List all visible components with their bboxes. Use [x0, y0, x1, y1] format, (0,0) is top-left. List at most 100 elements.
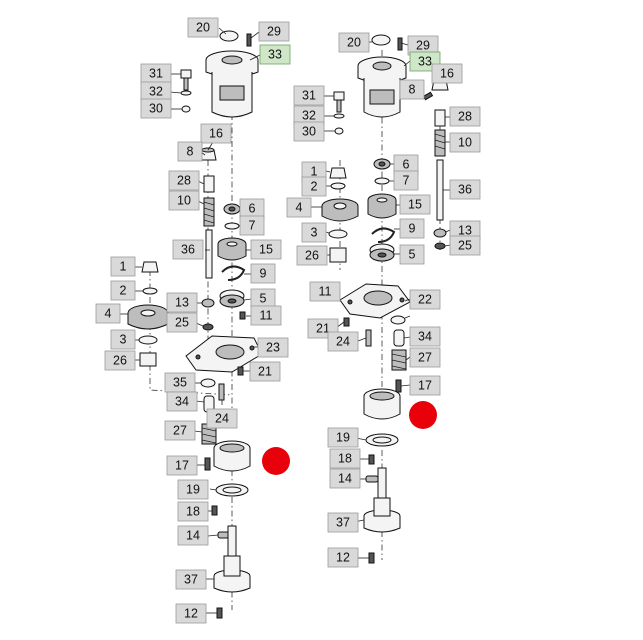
label-27-left: 27	[164, 420, 196, 441]
label-18-right: 18	[329, 448, 361, 469]
svg-text:20: 20	[196, 21, 210, 35]
svg-text:34: 34	[418, 330, 432, 344]
svg-text:20: 20	[347, 36, 361, 50]
svg-text:4: 4	[296, 201, 303, 215]
label-27-right: 27	[409, 347, 441, 368]
label-29-left: 29	[258, 21, 290, 42]
screw-21-left	[237, 366, 244, 376]
label-8-left: 8	[177, 141, 203, 162]
label-6-left: 6	[239, 198, 265, 219]
label-28-right: 28	[449, 106, 481, 127]
svg-text:13: 13	[175, 296, 189, 310]
svg-text:10: 10	[177, 194, 191, 208]
screw-17-right	[395, 379, 402, 393]
label-31-left: 31	[140, 63, 172, 84]
label-28-left: 28	[168, 170, 200, 191]
right-assembly-drawing	[321, 34, 449, 564]
label-16-left: 16	[200, 123, 232, 144]
label-23-left: 23	[257, 337, 289, 358]
svg-text:12: 12	[336, 551, 350, 565]
nut-35-left	[200, 378, 216, 388]
label-15-right: 15	[399, 194, 431, 215]
svg-text:16: 16	[209, 127, 223, 141]
spring-27-right	[391, 349, 407, 371]
svg-text:36: 36	[458, 183, 472, 197]
left-labels: 20 29 33 31 32 30 16 8 28 10 6 7 36 15 9…	[95, 17, 291, 624]
nut-26-right	[329, 247, 347, 263]
left-assembly-drawing	[127, 30, 263, 619]
snap-ring-9-right	[371, 227, 396, 243]
label-9-right: 9	[399, 218, 425, 239]
nut-6-left	[223, 203, 241, 215]
label-13-right: 13	[449, 220, 481, 241]
plug-34-right	[393, 329, 405, 347]
label-37-left: 37	[175, 569, 207, 590]
label-24-left: 24	[206, 408, 238, 429]
gear-4-left	[127, 304, 169, 330]
svg-text:3: 3	[120, 333, 127, 347]
label-36-right: 36	[449, 179, 481, 200]
plate-22-right	[339, 283, 411, 319]
label-7-right: 7	[393, 170, 419, 191]
spring-27-left	[201, 423, 217, 445]
washer-25-right	[434, 242, 446, 250]
label-30-left: 30	[140, 98, 172, 119]
red-marker-right[interactable]	[409, 401, 437, 429]
nut-1-left	[141, 261, 159, 273]
label-10-left: 10	[168, 190, 200, 211]
sleeve-28-left	[203, 175, 215, 193]
label-1-left: 1	[110, 256, 136, 277]
label-32-right: 32	[293, 105, 325, 126]
svg-text:6: 6	[249, 202, 256, 216]
svg-text:3: 3	[311, 226, 318, 240]
label-32-left: 32	[140, 81, 172, 102]
washer-7-left	[224, 222, 240, 230]
screw-17-left	[204, 457, 211, 471]
label-33-left: 33	[259, 44, 291, 65]
bearing-cup-right	[363, 388, 401, 420]
spring-10-right	[434, 129, 446, 157]
label-11-right: 11	[309, 281, 341, 302]
svg-text:31: 31	[302, 89, 316, 103]
pin-24-left	[218, 383, 225, 401]
red-marker-left[interactable]	[262, 447, 290, 475]
housing-cap-left	[205, 30, 259, 118]
svg-text:8: 8	[409, 83, 416, 97]
svg-text:19: 19	[186, 483, 200, 497]
label-12-right: 12	[327, 547, 359, 568]
label-22-right: 22	[409, 289, 441, 310]
label-35-left: 35	[164, 372, 196, 393]
snap-ring-9-left	[221, 265, 246, 281]
bolt-stack-right	[333, 91, 345, 135]
label-24-right: 24	[327, 331, 359, 352]
label-2-right: 2	[301, 176, 327, 197]
svg-text:1: 1	[120, 260, 127, 274]
nut-1-right	[329, 167, 347, 179]
label-4-left: 4	[95, 303, 121, 324]
svg-text:26: 26	[305, 249, 319, 263]
label-19-left: 19	[177, 479, 209, 500]
svg-text:9: 9	[260, 267, 267, 281]
label-9-left: 9	[250, 263, 276, 284]
washer-3-right	[328, 229, 348, 239]
screw-12-left	[216, 607, 223, 619]
screw-18-left	[211, 505, 218, 516]
label-17-right: 17	[409, 375, 441, 396]
label-26-right: 26	[296, 245, 328, 266]
nut-35-right	[390, 315, 406, 325]
gear-15-right	[367, 193, 397, 219]
svg-text:6: 6	[403, 158, 410, 172]
label-12-left: 12	[175, 603, 207, 624]
svg-text:9: 9	[409, 222, 416, 236]
label-10-right: 10	[449, 132, 481, 153]
key-14-right	[365, 475, 379, 483]
svg-text:32: 32	[302, 109, 316, 123]
svg-text:30: 30	[149, 102, 163, 116]
label-3-right: 3	[301, 222, 327, 243]
svg-text:17: 17	[175, 459, 189, 473]
svg-text:27: 27	[418, 351, 432, 365]
label-3-left: 3	[110, 329, 136, 350]
label-30-right: 30	[293, 121, 325, 142]
svg-text:13: 13	[458, 224, 472, 238]
